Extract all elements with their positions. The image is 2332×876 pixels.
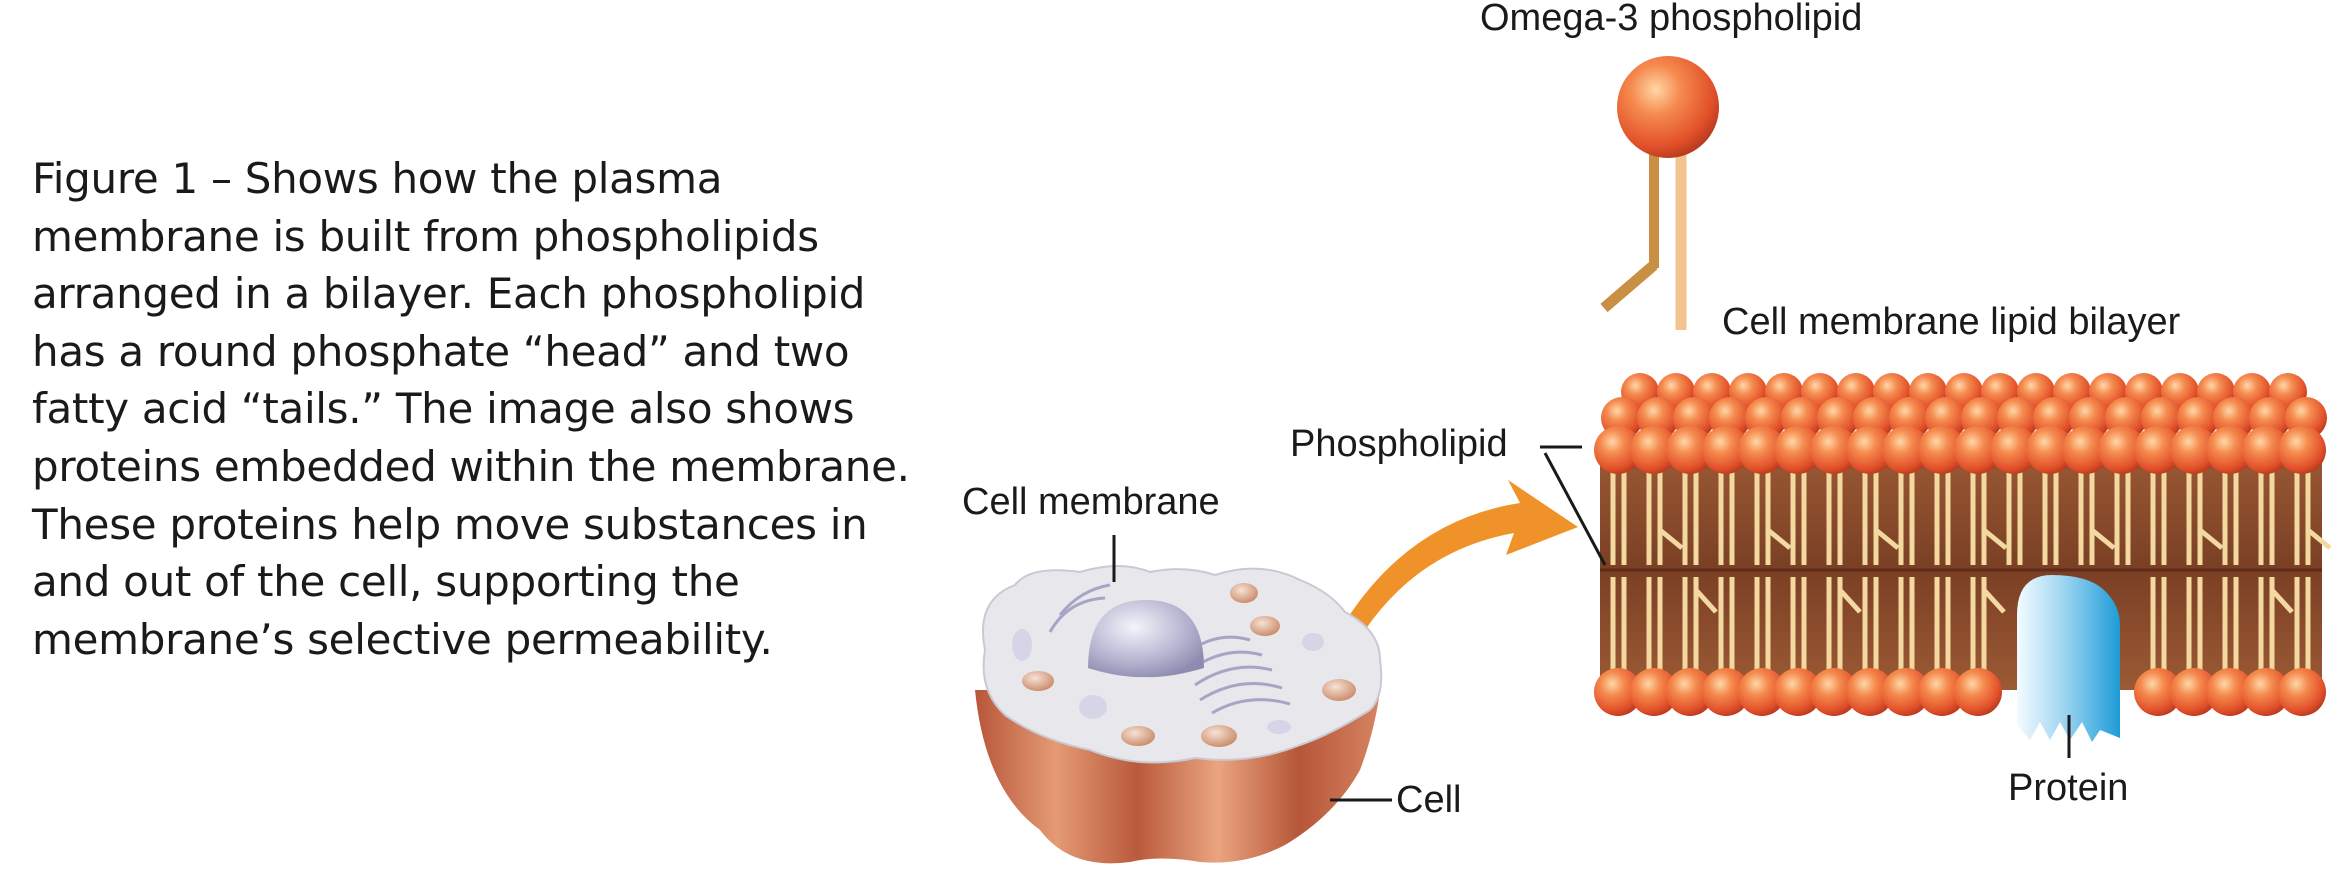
phosphate-head [1990,426,2038,474]
phosphate-head [1810,668,1858,716]
fatty-acid-tails [1610,470,2332,675]
phosphate-head [2098,426,2146,474]
label-cell: Cell [1396,779,1461,821]
phospholipid-pointer [1540,445,1607,566]
phosphate-head [2242,426,2290,474]
phosphate-head [1594,668,1642,716]
phosphate-head [1738,426,1786,474]
membrane-protein [2017,575,2120,742]
kinked-tail [1766,528,1792,550]
phosphate-head [2026,426,2074,474]
phosphate-head [1882,426,1930,474]
label-cell-membrane: Cell membrane [962,481,1220,523]
kinked-tail [1982,588,2006,614]
phosphate-head [2278,426,2326,474]
phosphate-head [2278,668,2326,716]
cell-illustration [975,565,1383,864]
phosphate-head [2170,426,2218,474]
phosphate-head [1774,668,1822,716]
lipid-bilayer [1594,373,2332,742]
label-omega3: Omega-3 phospholipid [1480,0,1862,39]
phosphate-head [1846,668,1894,716]
phosphate-head [1702,426,1750,474]
phosphate-head [1738,668,1786,716]
figure-caption: Figure 1 – Shows how the plasma membrane… [32,154,910,664]
phosphate-head [1594,426,1642,474]
phosphate-head [2206,668,2254,716]
zoom-arrow [1345,480,1578,630]
kinked-tail [1874,528,1900,550]
phosphate-head [1666,426,1714,474]
phosphate-head [1702,668,1750,716]
label-bilayer: Cell membrane lipid bilayer [1722,301,2181,343]
phosphate-head [1810,426,1858,474]
label-phospholipid: Phospholipid [1290,423,1508,465]
phosphate-head [1918,426,1966,474]
kinked-tail [2270,588,2294,614]
phosphate-head [2206,426,2254,474]
kinked-tail [1838,588,1862,614]
kinked-tail [2090,528,2116,550]
label-protein: Protein [2008,767,2128,809]
phosphate-head [1630,668,1678,716]
kinked-tail [1694,588,1718,614]
phosphate-head [1954,426,2002,474]
omega3-phospholipid [1600,56,1719,330]
phosphate-head [2062,426,2110,474]
phosphate-head [1774,426,1822,474]
phosphate-head [1918,668,1966,716]
kinked-tail [1982,528,2008,550]
phosphate-head [2170,668,2218,716]
kinked-tail [1658,528,1684,550]
phosphate-head [1954,668,2002,716]
phosphate-head [2242,668,2290,716]
kinked-tail [2306,528,2332,550]
phosphate-head [1666,668,1714,716]
head-row-bottom [1594,668,2326,716]
phosphate-head [2134,668,2182,716]
phosphate-head [2134,426,2182,474]
nucleus [1088,600,1204,678]
phosphate-head [1846,426,1894,474]
kinked-tail [2198,528,2224,550]
phosphate-head [1882,668,1930,716]
head-row-front [1594,426,2326,474]
phosphate-head [1630,426,1678,474]
